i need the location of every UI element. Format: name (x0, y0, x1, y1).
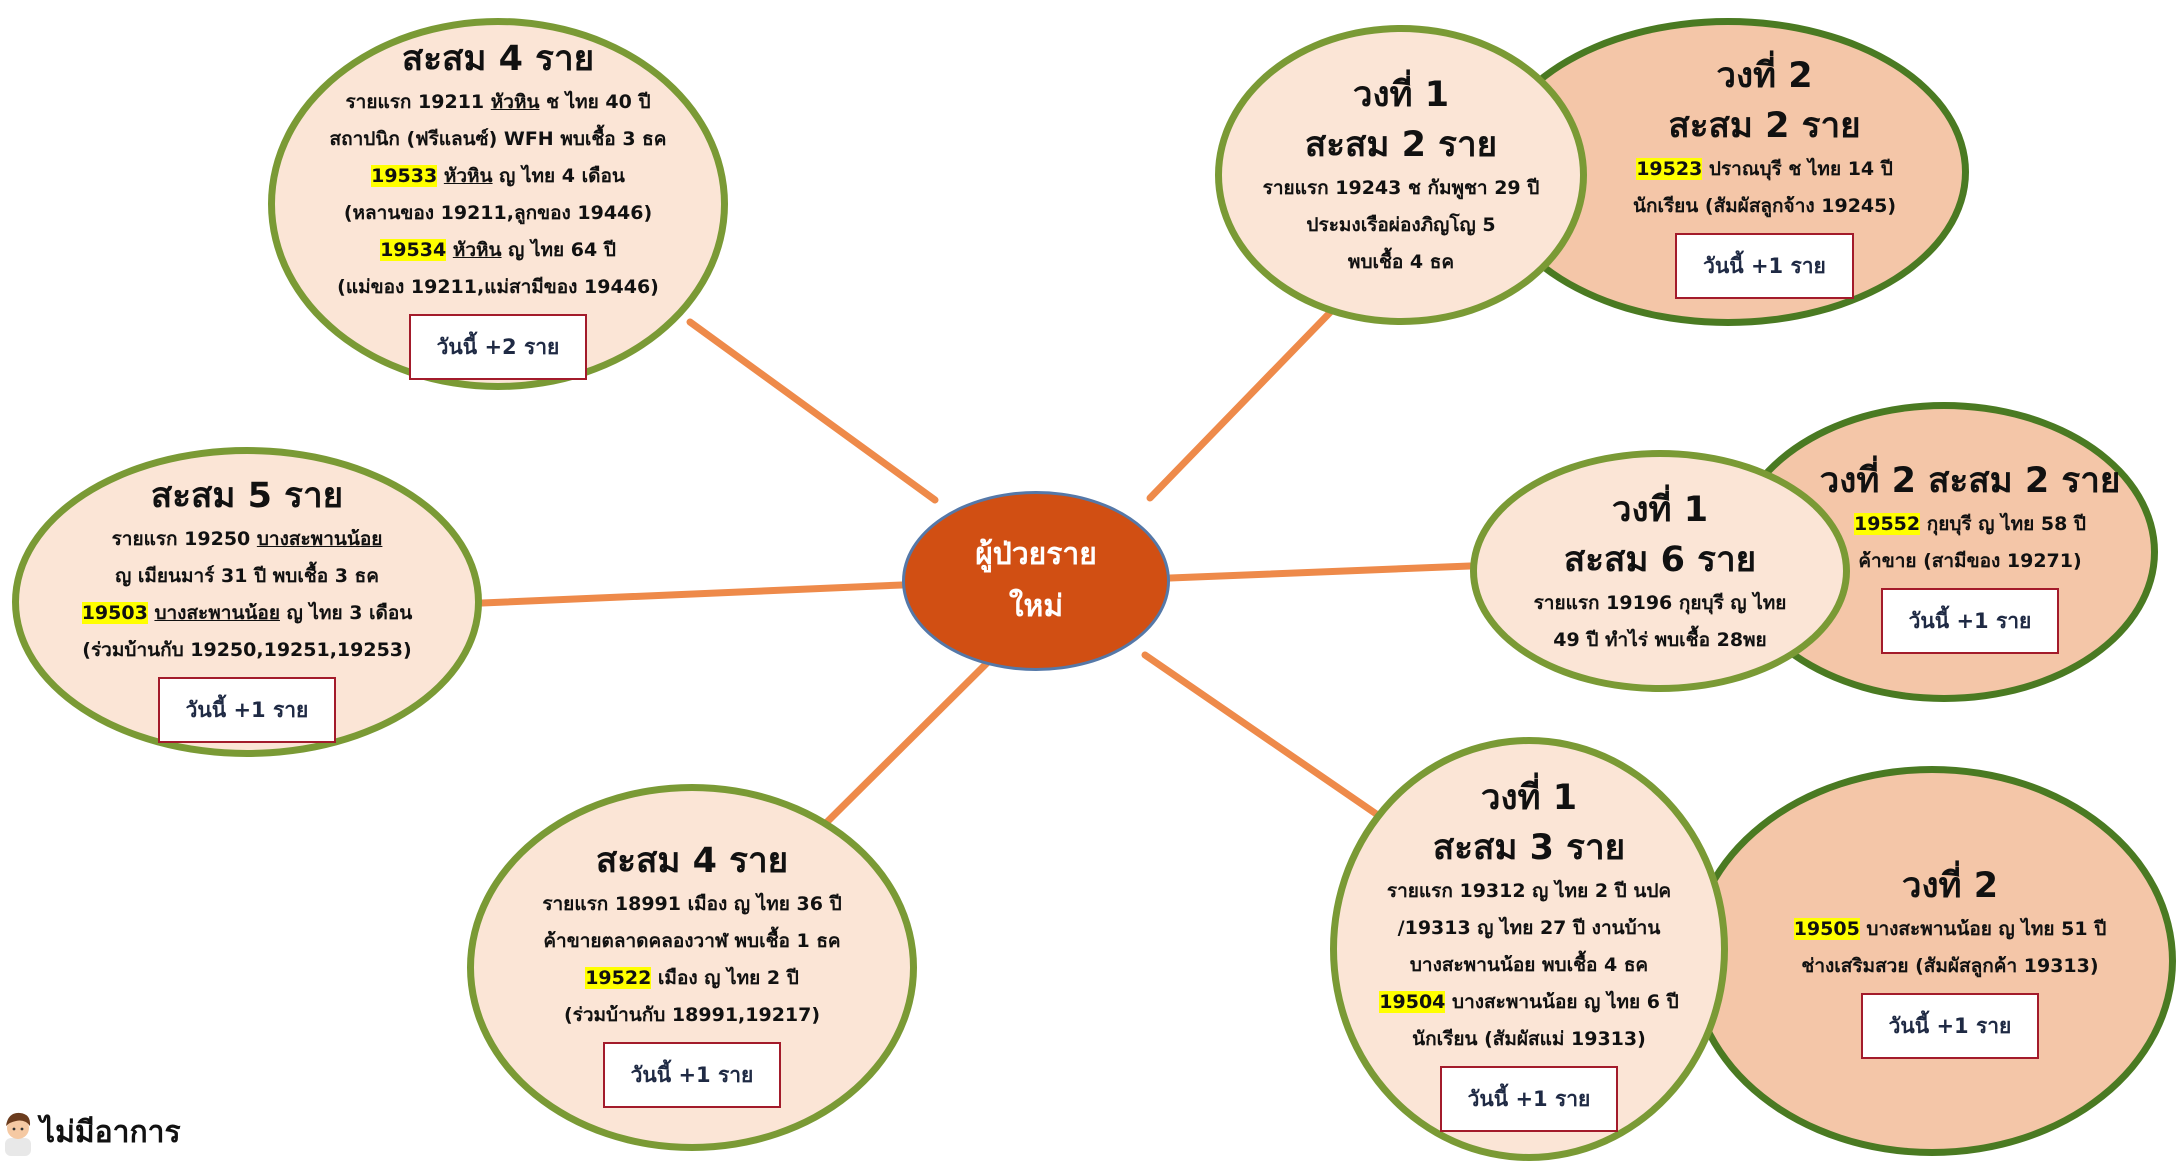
node-bottom-right-ring-2: วงที่ 2 19505 บางสะพานน้อย ญ ไทย 51 ปี ช… (1740, 820, 2160, 1100)
case-id-highlight: 19505 (1793, 918, 1860, 940)
node-top-right-ring-1: วงที่ 1 สะสม 2 ราย รายแรก 19243 ช กัมพูช… (1235, 45, 1567, 305)
node-title: วงที่ 1 (1611, 490, 1709, 530)
node-title: วงที่ 2 สะสม 2 ราย (1819, 461, 2121, 501)
connector-bottom-right (1141, 651, 1389, 824)
node-line: 19552 กุยบุรี ญ ไทย 58 ปี (1854, 513, 2086, 535)
center-line-2: ใหม่ (1008, 589, 1064, 624)
center-line-1: ผู้ป่วยราย (975, 537, 1097, 572)
today-count-box: วันนี้ +1 ราย (157, 677, 337, 743)
legend-label: ไม่มีอาการ (40, 1114, 181, 1150)
node-line: /19313 ญ ไทย 27 ปี งานบ้าน (1397, 916, 1661, 939)
node-mid-right-ring-1: วงที่ 1 สะสม 6 ราย รายแรก 19196 กุยบุรี … (1490, 462, 1830, 682)
connector-top-right (1146, 291, 1351, 502)
node-line: บางสะพานน้อย พบเชื้อ 4 ธค (1409, 953, 1649, 976)
case-id-highlight: 19522 (585, 967, 652, 989)
node-line: (ร่วมบ้านกับ 18991,19217) (563, 1004, 821, 1026)
node-line: พบเชื้อ 4 ธค (1347, 250, 1455, 273)
connector-bottom-left (822, 656, 994, 827)
legend-asymptomatic: ไม่มีอาการ (0, 1103, 181, 1161)
node-line: (แม่ของ 19211,แม่สามีของ 19446) (337, 276, 659, 298)
ellipse-bottom-right-1 (1330, 737, 1728, 1161)
connector-mid-right (1166, 562, 1474, 582)
node-line: 19503 บางสะพานน้อย ญ ไทย 3 เดือน (81, 602, 413, 624)
node-title: สะสม 6 ราย (1563, 540, 1757, 580)
node-line: สถาปนิก (ฟรีแลนซ์) WFH พบเชื้อ 3 ธค (329, 128, 667, 150)
case-id-highlight: 19534 (380, 239, 447, 261)
node-line: 19534 หัวหิน ญ ไทย 64 ปี (380, 239, 616, 261)
node-title: วงที่ 1 (1480, 777, 1578, 818)
node-line: 19533 หัวหิน ญ ไทย 4 เดือน (371, 165, 625, 187)
node-title: สะสม 2 ราย (1304, 124, 1498, 165)
node-line: 49 ปี ทำไร่ พบเชื้อ 28พย (1553, 629, 1767, 651)
node-title: สะสม 4 ราย (401, 39, 595, 79)
node-line: ช่างเสริมสวย (สัมผัสลูกค้า 19313) (1801, 955, 2099, 977)
node-line: นักเรียน (สัมผัสลูกจ้าง 19245) (1632, 195, 1897, 217)
node-line: รายแรก 19312 ญ ไทย 2 ปี นปค (1386, 879, 1672, 902)
node-line: รายแรก 19211 หัวหิน ช ไทย 40 ปี (345, 91, 651, 113)
node-top-right-ring-2: วงที่ 2 สะสม 2 ราย 19523 ปราณบุรี ช ไทย … (1592, 40, 1937, 310)
node-line: ประมงเรือผ่องภิญโญ 5 (1306, 213, 1496, 236)
node-line: 19523 ปราณบุรี ช ไทย 14 ปี (1636, 158, 1893, 180)
node-line: 19504 บางสะพานน้อย ญ ไทย 6 ปี (1379, 990, 1679, 1013)
today-count-box: วันนี้ +1 ราย (1880, 588, 2060, 654)
node-bottom-left: สะสม 4 ราย รายแรก 18991 เมือง ญ ไทย 36 ป… (487, 812, 897, 1132)
node-top-left: สะสม 4 ราย รายแรก 19211 หัวหิน ช ไทย 40 … (298, 32, 698, 382)
node-title: สะสม 5 ราย (150, 476, 344, 516)
today-count-box: วันนี้ +1 ราย (1439, 1065, 1619, 1132)
node-title: สะสม 2 ราย (1668, 106, 1861, 146)
connector-left (478, 581, 906, 607)
today-count-box: วันนี้ +1 ราย (1860, 993, 2040, 1059)
node-line: รายแรก 19250 บางสะพานน้อย (111, 528, 383, 550)
connector-top-left (686, 318, 939, 504)
center-node-new-patients: ผู้ป่วยราย ใหม่ (902, 491, 1170, 671)
node-line: นักเรียน (สัมผัสแม่ 19313) (1412, 1027, 1646, 1050)
node-title: วงที่ 2 (1716, 56, 1813, 96)
node-line: รายแรก 19243 ช กัมพูชา 29 ปี (1262, 176, 1540, 199)
case-id-highlight: 19533 (371, 165, 438, 187)
node-bottom-right-ring-1: วงที่ 1 สะสม 3 ราย รายแรก 19312 ญ ไทย 2 … (1340, 757, 1718, 1147)
node-line: ญ เมียนมาร์ 31 ปี พบเชื้อ 3 ธค (115, 565, 379, 587)
node-line: (หลานของ 19211,ลูกของ 19446) (343, 202, 653, 224)
node-title: สะสม 3 ราย (1432, 827, 1626, 868)
today-count-box: วันนี้ +2 ราย (408, 314, 588, 380)
node-line: 19522 เมือง ญ ไทย 2 ปี (585, 967, 799, 989)
person-avatar-icon (0, 1108, 36, 1156)
today-count-box: วันนี้ +1 ราย (1675, 233, 1854, 299)
node-mid-right-ring-2: วงที่ 2 สะสม 2 ราย 19552 กุยบุรี ญ ไทย 5… (1800, 425, 2140, 685)
node-title: วงที่ 1 (1352, 74, 1450, 115)
node-line: ค้าขาย (สามีของ 19271) (1858, 550, 2082, 572)
node-title: สะสม 4 ราย (595, 841, 789, 881)
case-id-highlight: 19523 (1636, 158, 1703, 180)
ellipse-mid-right-1 (1470, 450, 1850, 692)
node-line: รายแรก 19196 กุยบุรี ญ ไทย (1533, 592, 1787, 614)
today-count-box: วันนี้ +1 ราย (602, 1042, 782, 1108)
node-left: สะสม 5 ราย รายแรก 19250 บางสะพานน้อย ญ เ… (32, 462, 462, 752)
node-line: ค้าขายตลาดคลองวาฬ พบเชื้อ 1 ธค (543, 930, 841, 952)
node-line: รายแรก 18991 เมือง ญ ไทย 36 ปี (542, 893, 842, 915)
case-id-highlight: 19552 (1854, 513, 1921, 535)
node-title: วงที่ 2 (1901, 866, 1999, 906)
node-line: 19505 บางสะพานน้อย ญ ไทย 51 ปี (1793, 918, 2107, 940)
node-line: (ร่วมบ้านกับ 19250,19251,19253) (82, 639, 412, 661)
ellipse-top-right-1 (1215, 25, 1587, 325)
ellipse-bottom-right-2 (1688, 766, 2176, 1156)
case-id-highlight: 19503 (81, 602, 148, 624)
case-id-highlight: 19504 (1379, 990, 1446, 1013)
